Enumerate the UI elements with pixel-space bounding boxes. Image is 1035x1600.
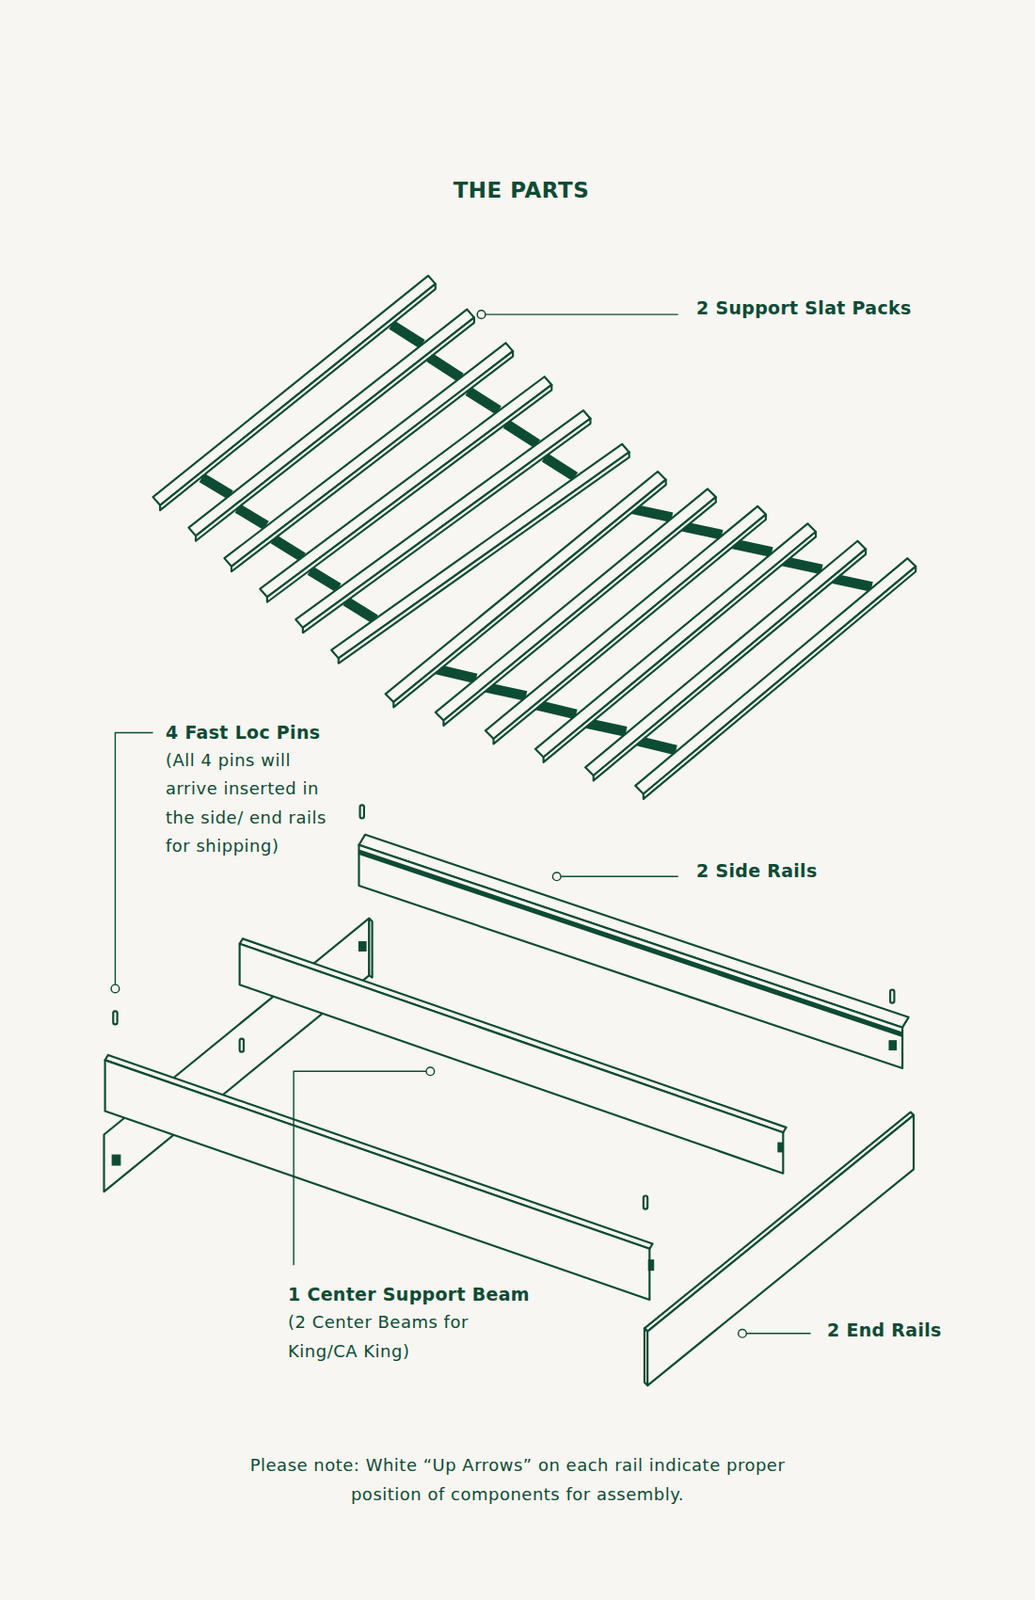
- assembly-note: Please note: White “Up Arrows” on each r…: [235, 1449, 800, 1509]
- part-note: (All 4 pins will arrive inserted in the …: [165, 746, 337, 860]
- part-label: 1 Center Support Beam: [287, 1281, 530, 1306]
- part-label: 2 Side Rails: [696, 858, 818, 883]
- end-rail: [644, 1112, 914, 1386]
- part-label: 2 Support Slat Packs: [696, 295, 912, 320]
- part-note: (2 Center Beams for King/CA King): [287, 1307, 514, 1366]
- page-title: THE PARTS: [3, 175, 1035, 205]
- part-label: 4 Fast Loc Pins: [165, 719, 320, 745]
- part-label: 2 End Rails: [827, 1317, 942, 1342]
- fast-loc-pins: [112, 804, 894, 1209]
- leader-lines: [111, 310, 811, 1338]
- slat-pack-right: [385, 471, 917, 799]
- slat-pack-left: [153, 275, 630, 664]
- end-rail: [105, 1054, 654, 1300]
